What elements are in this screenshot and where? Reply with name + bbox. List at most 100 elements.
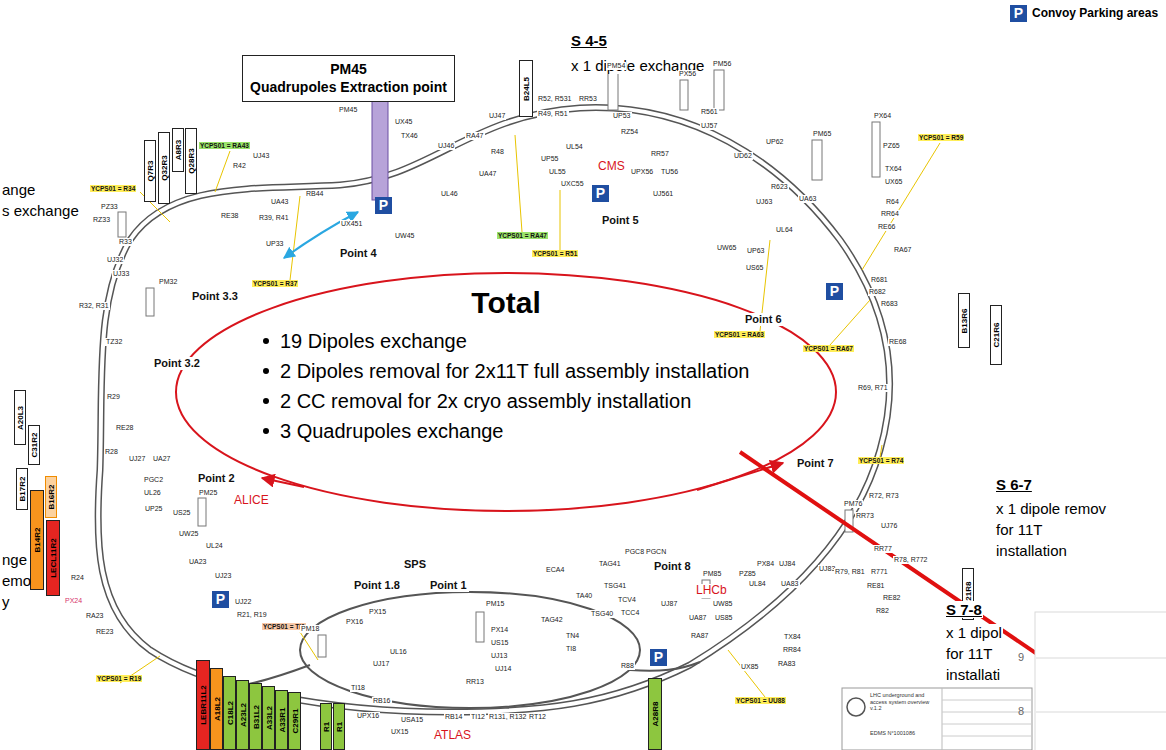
structure-code: UX451 [340,220,363,228]
structure-code: US85 [714,614,734,622]
shaft [146,288,154,316]
structure-code: UXC55 [560,180,585,188]
parking-icon: P [375,197,392,214]
parking-icon: P [212,591,229,608]
structure-code: UPX16 [356,712,380,720]
axis-tick: 9 [1018,651,1024,664]
structure-code: RE28 [115,424,135,432]
shaft [714,70,724,110]
structure-code: PX15 [368,608,387,616]
tag-text: LEBR11L2 [199,685,208,725]
grid-line [1036,658,1166,659]
structure-code: UL24 [205,542,224,550]
structure-code: UJ76 [880,522,898,530]
point-name: Point 2 [196,472,237,485]
tag-text: C21R6 [992,323,1001,348]
structure-code: PM25 [198,489,218,497]
structure-code: RR77 [873,545,893,553]
summary-ellipse: Total19 Dipoles exchange2 Dipoles remova… [175,272,837,512]
structure-code: RA87 [690,632,710,640]
structure-code: UA83 [780,580,800,588]
magnet-tag: R1 [320,703,332,750]
point-name: SPS [402,558,428,571]
shaft [812,140,822,180]
shaft [198,498,206,526]
magnet-tag: B14R2 [30,490,44,590]
tag-text: A8R3 [174,140,183,160]
structure-code: UPX56 [630,168,654,176]
ycps-note: YCPS01 = RA47 [497,232,548,239]
structure-code: RZ33 [92,216,111,224]
tag-text: B16R2 [47,485,56,510]
access-shafts [118,70,880,657]
structure-code: UJ13 [490,652,508,660]
magnet-tag: C18L2 [223,676,236,750]
tag-text: Q32R3 [160,155,169,180]
structure-code: UA23 [188,558,208,566]
structure-code: PM54 [606,62,626,70]
structure-code: TI18 [350,684,366,692]
structure-code: UJ46 [437,142,455,150]
structure-code: TZ32 [105,338,123,346]
row-rule [942,700,1032,701]
cern-logo [847,698,865,716]
structure-code: UJ23 [214,572,232,580]
structure-code: UP53 [612,112,632,120]
structure-code: RE66 [877,223,897,231]
structure-code: RB14 [444,713,464,721]
structure-code: UJ17 [372,660,390,668]
ycps-note: YCPS01 = RA43 [199,142,250,149]
structure-code: R33 [118,238,133,246]
bullet-dot [263,338,269,344]
tag-text: LECL11R2 [49,538,58,578]
tag-text: B14R2 [33,528,42,553]
structure-code: R52, R531 [537,95,572,103]
tag-text: A18L2 [212,697,221,721]
structure-code: PX64 [873,112,892,120]
structure-code: UP33 [265,240,285,248]
structure-code: UP55 [540,155,560,163]
structure-code: TN4 [565,632,580,640]
shaft [118,212,126,237]
structure-code: R69, R71 [857,384,889,392]
ycps-note: YCPS01 = R59 [918,134,964,141]
structure-code: UD62 [733,152,753,160]
sector-note: x 1 dipol [945,624,1003,641]
structure-code: UJ14 [494,665,512,673]
structure-code: R21, R19 [236,611,268,619]
structure-code: UW25 [178,530,199,538]
structure-code: RA47 [465,132,485,140]
ycps-note: YCPS01 = R37 [252,280,298,287]
structure-code: R771 [870,568,889,576]
structure-code: R561 [700,108,719,116]
bullet-text: 19 Dipoles exchange [280,326,765,356]
structure-code: PZ85 [738,570,757,578]
structure-code: RR84 [782,646,802,654]
parking-icon: P [592,185,609,202]
structure-code: UL55 [548,168,567,176]
magnet-tag: A33L2 [262,686,275,750]
structure-code: TI8 [565,645,577,653]
magnet-tag: A18L2 [210,668,223,750]
structure-code: UJ22 [234,598,252,606]
structure-code: PX56 [678,70,697,78]
leader-line [830,300,870,345]
cut-off-note: ange [2,181,35,198]
point-name: Point 5 [600,214,641,227]
leader-lines [120,135,940,697]
magnet-tag: A23L2 [236,680,249,750]
structure-code: ECA4 [545,566,565,574]
ycps-note: YCPS01 = RA63 [714,331,765,338]
experiment-name: ATLAS [432,729,473,743]
shaft [680,80,688,110]
structure-code: UW85 [712,600,733,608]
structure-code: RB44 [305,190,325,198]
sector-note: installation [995,542,1068,559]
shaft-name: PM45 [249,60,448,78]
tag-text: C31R2 [30,433,39,458]
sps-ring [300,592,640,708]
structure-code: UA47 [478,170,498,178]
tag-text: A28R8 [651,702,660,727]
structure-code: UX45 [394,118,414,126]
structure-code: RE23 [95,628,115,636]
